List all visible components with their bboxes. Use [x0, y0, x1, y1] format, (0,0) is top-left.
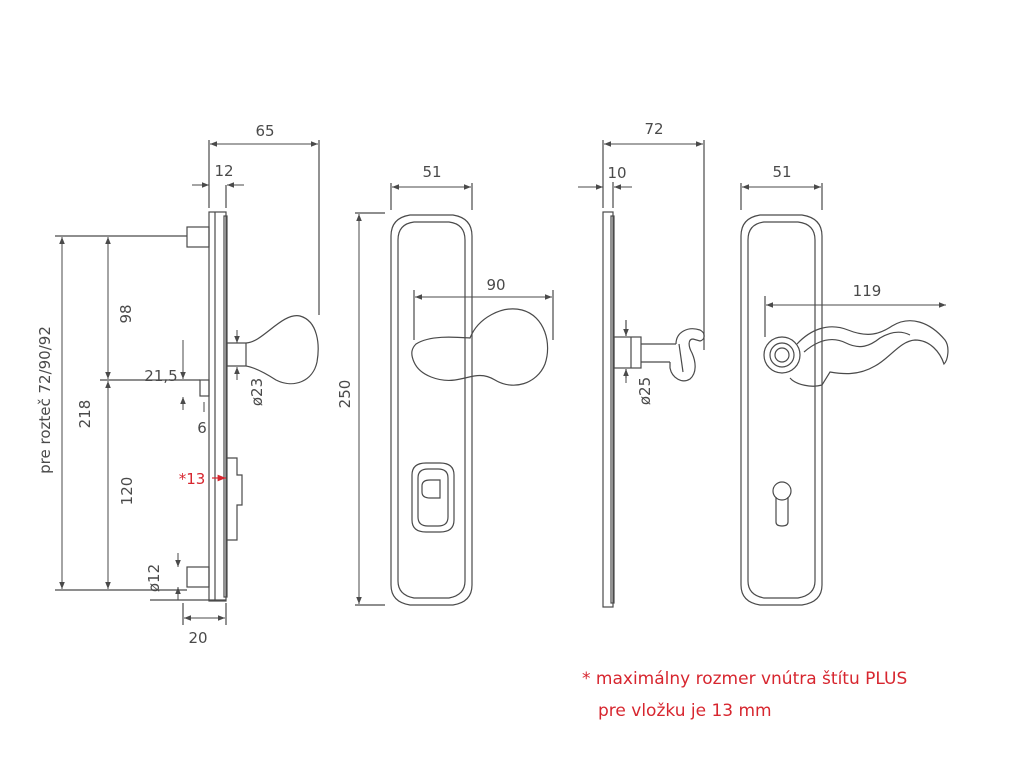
- dim-218: 218: [76, 400, 94, 429]
- dim-stud-diameter: ø12: [145, 564, 163, 592]
- lever-front-view: [740, 183, 949, 606]
- lever-side-view: [602, 140, 705, 608]
- dim-51-knob: 51: [422, 163, 441, 181]
- dim-119: 119: [853, 282, 882, 300]
- dim-rozteč: pre rozteč 72/90/92: [36, 326, 54, 474]
- dim-rose-diameter: ø25: [636, 377, 654, 405]
- knob-front-view: [355, 183, 554, 606]
- dim-knob-diameter: ø23: [248, 378, 266, 406]
- dim-72: 72: [644, 120, 663, 138]
- footnote-line-2: pre vložku je 13 mm: [598, 701, 772, 721]
- dim-12: 12: [214, 162, 233, 180]
- knob-side-view: [55, 140, 320, 625]
- dim-65: 65: [255, 122, 274, 140]
- dim-51-lever: 51: [772, 163, 791, 181]
- dim-13-max: *13: [179, 470, 206, 488]
- dim-21-5: 21,5: [144, 367, 177, 385]
- dim-250: 250: [336, 380, 354, 409]
- dim-90: 90: [486, 276, 505, 294]
- dim-10: 10: [607, 164, 626, 182]
- dim-120: 120: [118, 477, 136, 506]
- dim-6: 6: [197, 419, 207, 437]
- dim-98: 98: [117, 304, 135, 323]
- dim-20: 20: [188, 629, 207, 647]
- footnote-line-1: * maximálny rozmer vnútra štítu PLUS: [582, 669, 907, 689]
